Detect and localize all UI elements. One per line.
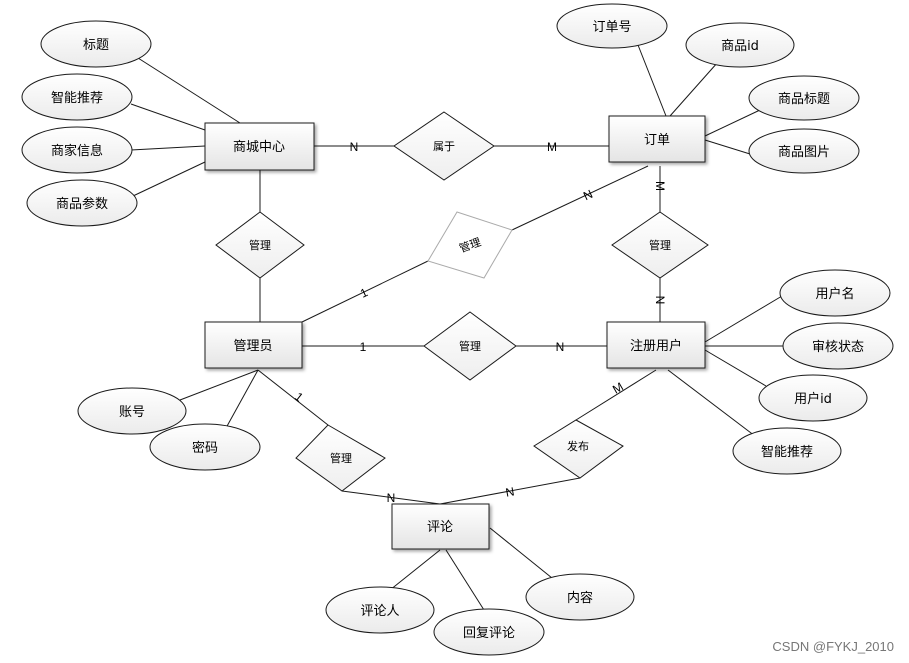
entity-order-label: 订单 (644, 133, 670, 148)
card-publish-comment: N (505, 484, 516, 499)
rel-admin-user-label: 管理 (459, 339, 481, 353)
attr-admin-account: 账号 (77, 387, 187, 435)
entity-comment-label: 评论 (427, 520, 453, 535)
attr-user-id-label: 用户id (794, 391, 832, 407)
link-admin-password (225, 369, 259, 429)
attr-mall-recommend-label: 智能推荐 (51, 91, 103, 106)
attr-order-no-label: 订单号 (592, 20, 631, 35)
attr-mall-title-label: 标题 (83, 38, 109, 53)
attr-mall-merchant-label: 商家信息 (51, 143, 103, 159)
entity-comment: 评论 (391, 503, 490, 550)
rel-admin-user: 管理 (423, 311, 517, 381)
attr-order-goods-image-label: 商品图片 (778, 145, 830, 160)
attr-mall-params-label: 商品参数 (56, 196, 108, 212)
attr-comment-reply-label: 回复评论 (463, 626, 515, 641)
attr-user-recommend: 智能推荐 (732, 427, 842, 475)
link-comment-content (489, 527, 553, 579)
link-user-recommend (667, 369, 756, 437)
attr-user-status: 审核状态 (782, 322, 894, 370)
rel-publish: 发布 (533, 419, 624, 479)
link-admin-manage2 (301, 260, 429, 323)
attr-order-goods-title-label: 商品标题 (778, 92, 830, 107)
connector-lines (130, 44, 784, 611)
link-mall-merchant (130, 145, 206, 151)
attributes: 标题 智能推荐 商家信息 商品参数 订单号 商品id 商品标题 商品图片 (21, 3, 894, 656)
rel-admin-comment-label: 管理 (330, 451, 352, 465)
card-admin-comment-comment: N (387, 491, 396, 505)
attr-mall-merchant: 商家信息 (21, 126, 133, 174)
rel-admin-comment: 管理 (295, 424, 386, 492)
link-order-goods-title (704, 109, 761, 137)
link-mall-recommend (130, 103, 206, 131)
attr-user-status-label: 审核状态 (812, 340, 864, 355)
link-comment-reply (445, 549, 485, 611)
attr-mall-recommend: 智能推荐 (21, 73, 133, 121)
link-mall-params (132, 161, 206, 197)
entity-mall-label: 商城中心 (233, 140, 285, 155)
attr-order-goods-title: 商品标题 (748, 75, 860, 121)
rel-mall-admin-label: 管理 (249, 238, 271, 252)
entity-admin-label: 管理员 (233, 339, 272, 354)
attr-order-goods-id: 商品id (685, 22, 795, 68)
entity-mall: 商城中心 (204, 122, 315, 171)
link-manage2-order (511, 165, 649, 231)
attr-admin-password: 密码 (149, 423, 261, 471)
attr-comment-author: 评论人 (325, 586, 435, 634)
relationships: 属于 管理 管理 管理 管理 管理 发布 (215, 111, 709, 492)
attr-user-name-label: 用户名 (815, 286, 854, 302)
link-mall-title (137, 57, 241, 124)
card-admin-user-admin: 1 (360, 340, 367, 354)
link-publish-comment (439, 477, 581, 505)
attr-user-id: 用户id (758, 374, 868, 422)
card-admin-user-user: N (556, 340, 565, 354)
link-comment-author (384, 549, 441, 595)
attr-mall-title: 标题 (40, 20, 152, 68)
attr-order-goods-image: 商品图片 (748, 128, 860, 174)
attr-admin-account-label: 账号 (119, 405, 145, 420)
card-admin-order-admin: 1 (358, 285, 370, 301)
card-mall-belongs: N (350, 140, 359, 154)
entities: 商城中心 订单 管理员 注册用户 评论 (204, 115, 706, 550)
attr-comment-author-label: 评论人 (360, 604, 399, 619)
entity-admin: 管理员 (204, 321, 303, 369)
link-admin-manage5 (257, 369, 329, 426)
entity-order: 订单 (608, 115, 706, 163)
rel-order-user: 管理 (611, 211, 709, 279)
card-order-user-user: N (653, 296, 667, 305)
attr-order-no: 订单号 (556, 3, 668, 49)
rel-belongs: 属于 (393, 111, 495, 181)
link-manage5-comment (341, 490, 441, 505)
link-admin-account (179, 369, 259, 401)
link-order-goods-image (704, 139, 751, 155)
card-publish-user: M (610, 379, 626, 396)
attr-user-recommend-label: 智能推荐 (761, 445, 813, 460)
entity-user-label: 注册用户 (630, 338, 682, 354)
attr-comment-content-label: 内容 (567, 590, 593, 606)
attr-comment-reply: 回复评论 (433, 608, 545, 656)
watermark: CSDN @FYKJ_2010 (772, 639, 894, 654)
link-order-goods-id (669, 61, 719, 117)
attr-comment-content: 内容 (525, 573, 635, 621)
card-order-belongs: M (547, 140, 557, 154)
rel-belongs-label: 属于 (433, 140, 455, 153)
rel-admin-order: 管理 (427, 211, 513, 279)
entity-user: 注册用户 (606, 321, 706, 369)
attr-mall-params: 商品参数 (26, 179, 138, 227)
rel-order-user-label: 管理 (649, 238, 671, 252)
link-user-name (704, 295, 783, 343)
attr-order-goods-id-label: 商品id (721, 39, 759, 54)
rel-publish-label: 发布 (567, 439, 589, 453)
link-order-no (637, 44, 667, 117)
link-user-id (704, 349, 767, 387)
link-user-publish (575, 369, 657, 421)
card-order-user-order: M (653, 181, 667, 191)
attr-user-name: 用户名 (779, 269, 891, 317)
attr-admin-password-label: 密码 (192, 440, 218, 456)
rel-mall-admin: 管理 (215, 211, 305, 279)
card-admin-order-order: N (581, 187, 595, 203)
